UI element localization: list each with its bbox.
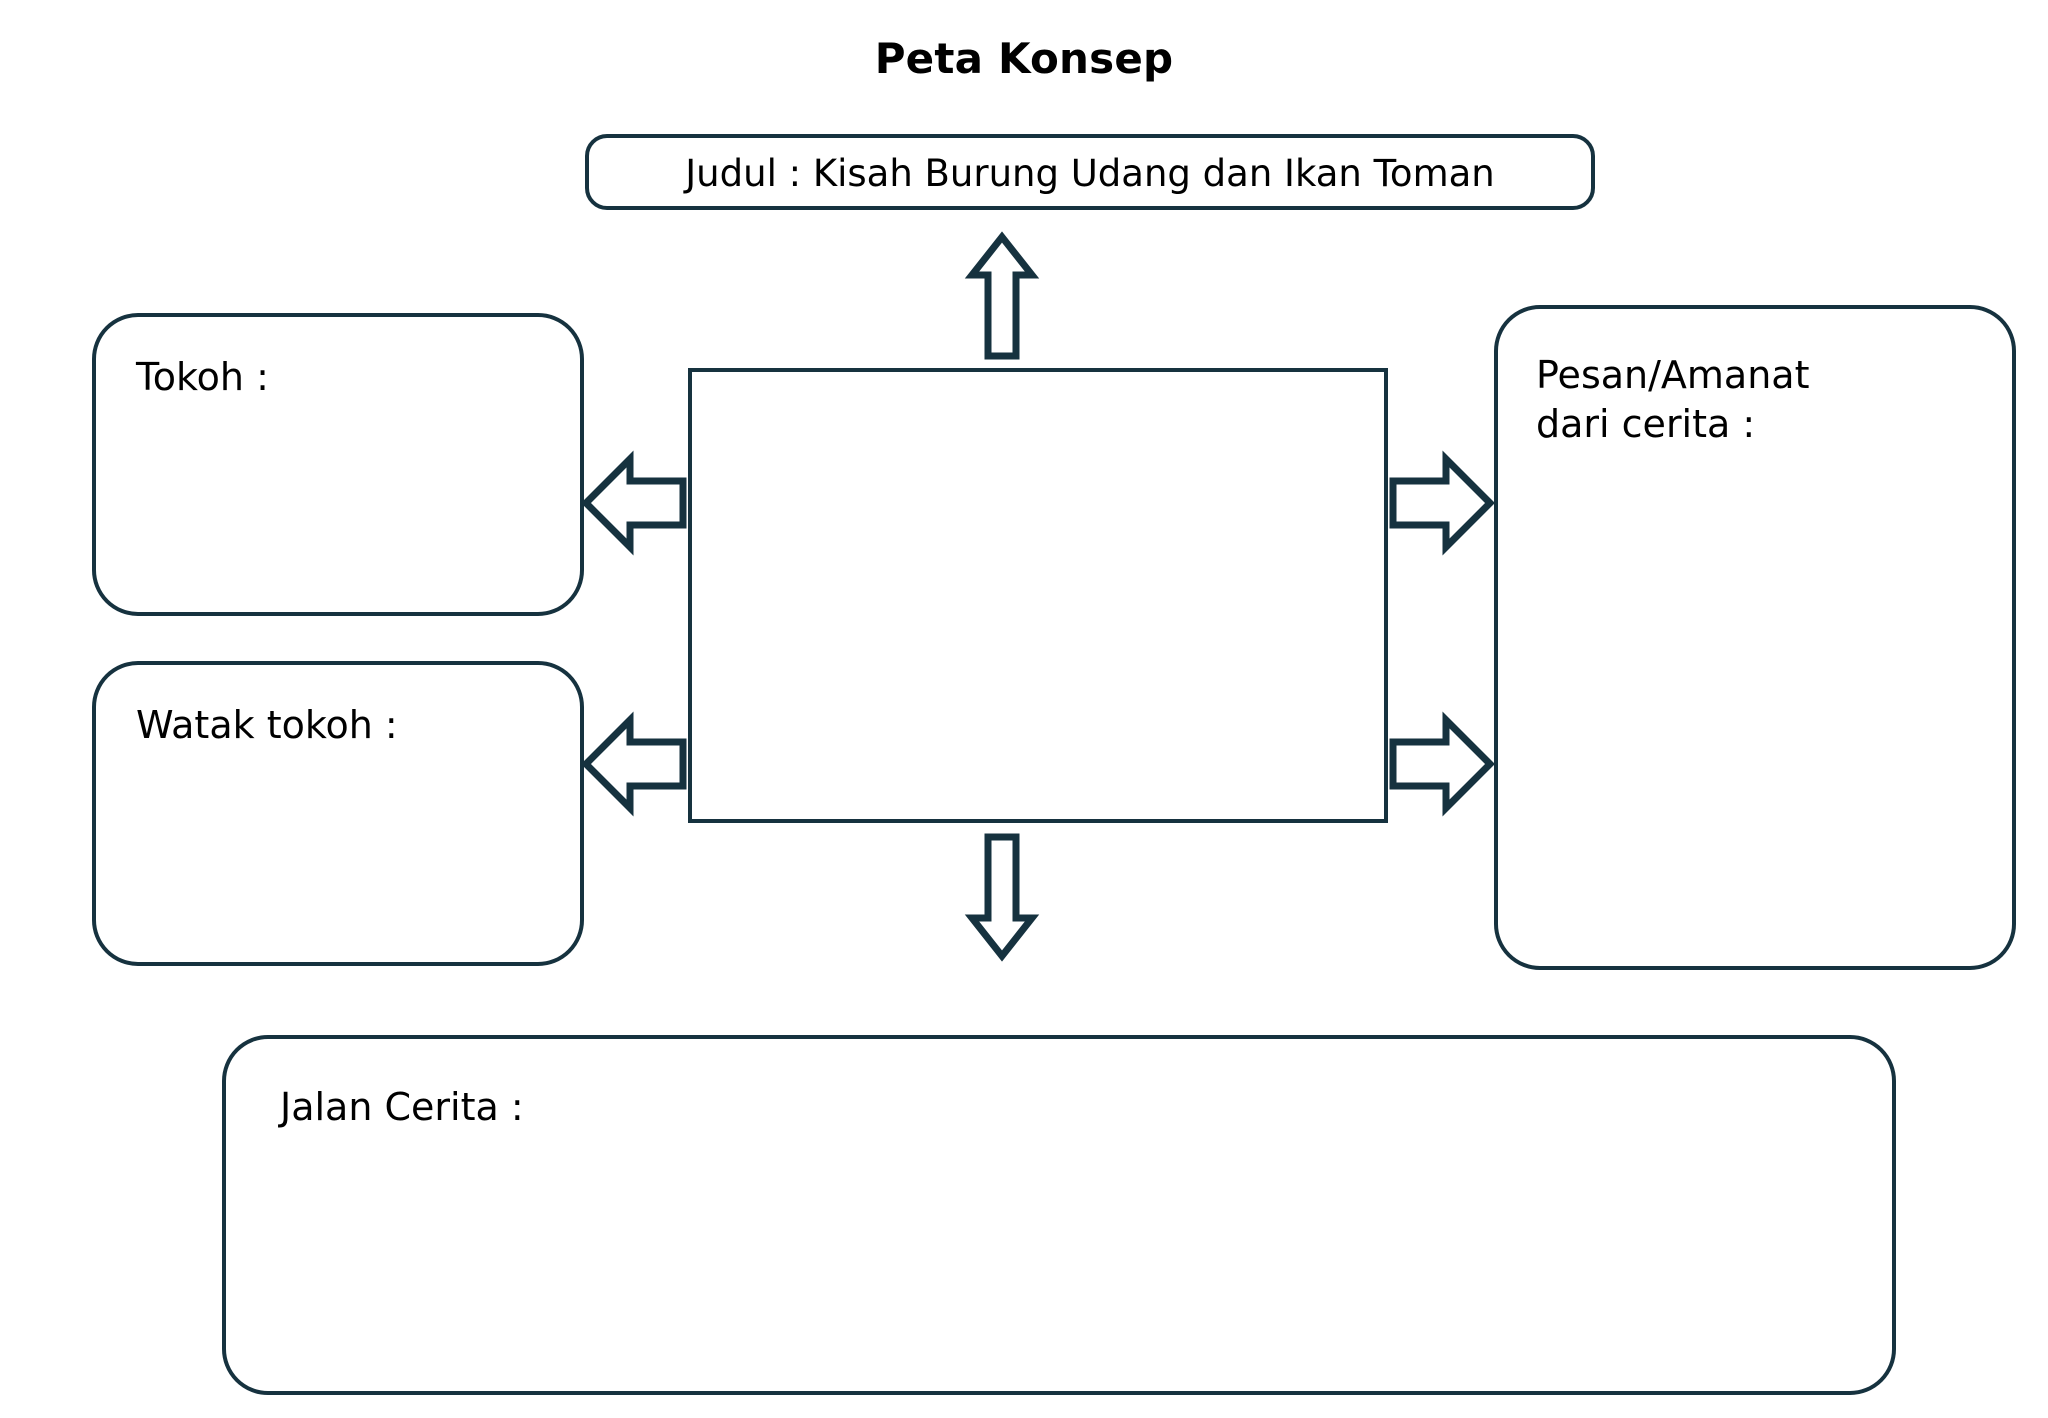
jalan-cerita-box[interactable]: Jalan Cerita :: [222, 1035, 1896, 1395]
page-title: Peta Konsep: [874, 34, 1174, 83]
arrow-left-top-icon: [581, 450, 687, 556]
pesan-amanat-label: Pesan/Amanat dari cerita :: [1536, 353, 1810, 446]
jalan-cerita-label: Jalan Cerita :: [280, 1085, 524, 1129]
judul-box[interactable]: Judul : Kisah Burung Udang dan Ikan Toma…: [585, 134, 1595, 210]
watak-tokoh-box[interactable]: Watak tokoh :: [92, 661, 584, 966]
arrow-down-icon: [964, 833, 1040, 962]
arrow-right-bottom-icon: [1389, 711, 1495, 817]
tokoh-label: Tokoh :: [136, 355, 269, 399]
arrow-right-top-icon: [1389, 450, 1495, 556]
watak-tokoh-label: Watak tokoh :: [136, 703, 398, 747]
pesan-amanat-box[interactable]: Pesan/Amanat dari cerita :: [1494, 305, 2016, 970]
arrow-left-bottom-icon: [581, 711, 687, 817]
center-box[interactable]: [688, 368, 1388, 823]
arrow-up-icon: [964, 231, 1040, 360]
judul-label: Judul : Kisah Burung Udang dan Ikan Toma…: [685, 152, 1495, 195]
tokoh-box[interactable]: Tokoh :: [92, 313, 584, 616]
